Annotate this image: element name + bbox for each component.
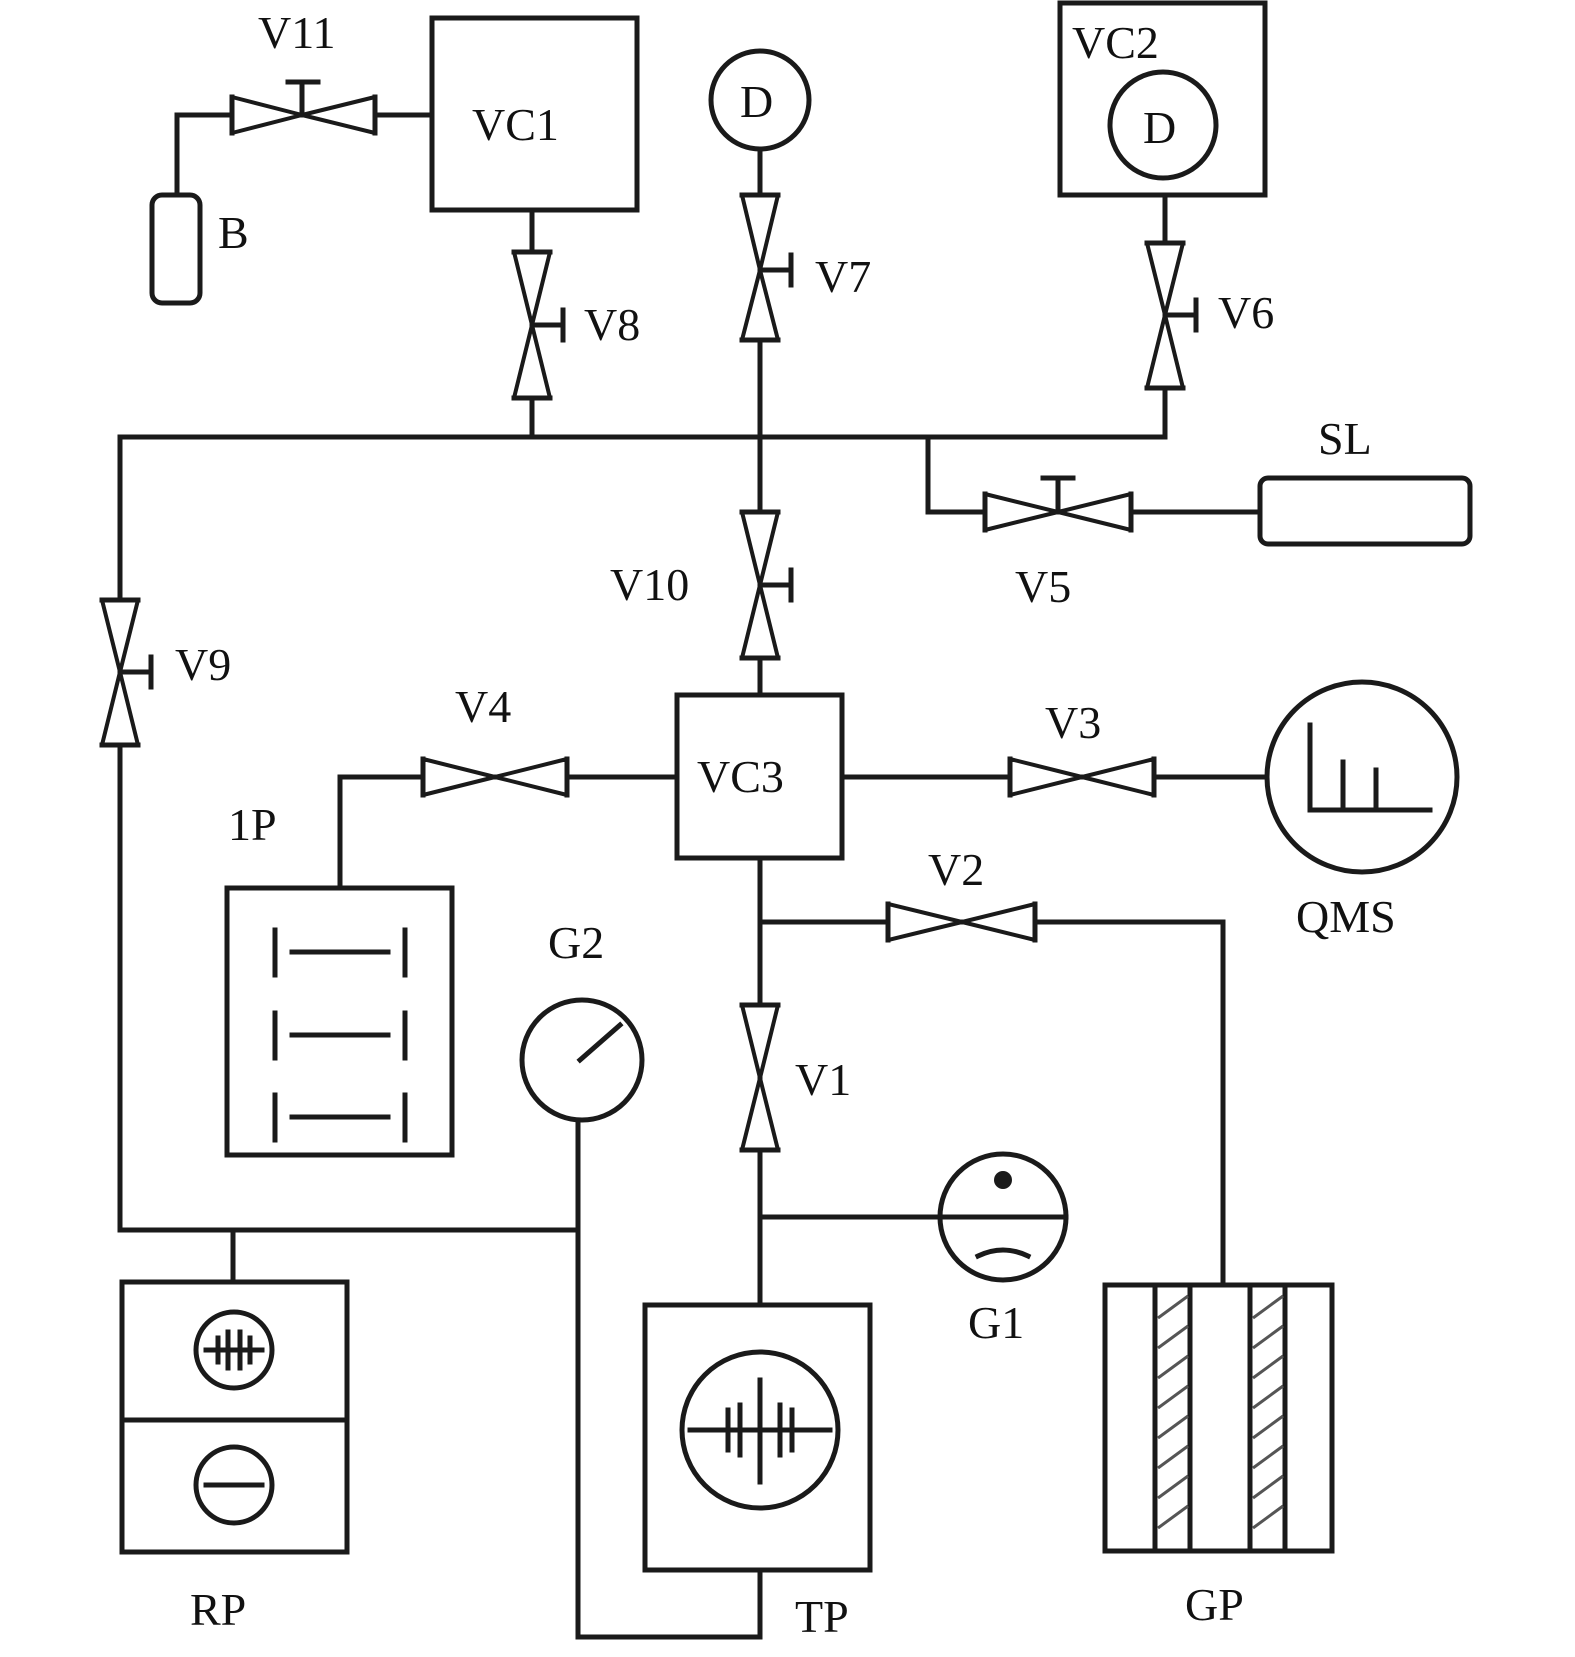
label-gp: GP xyxy=(1185,1579,1244,1630)
valve-v11[interactable] xyxy=(229,79,378,136)
label-g2: G2 xyxy=(548,917,604,968)
label-d-top: D xyxy=(740,76,773,127)
label-v11: V11 xyxy=(258,7,336,58)
bottle-b xyxy=(149,192,203,306)
label-v2: V2 xyxy=(928,844,984,895)
valve-v5[interactable] xyxy=(982,475,1134,533)
valve-v7[interactable] xyxy=(739,192,794,343)
ion-pump-1p xyxy=(224,885,455,1158)
valve-v2[interactable] xyxy=(885,901,1038,943)
detector-d-top xyxy=(708,48,812,152)
label-1p: 1P xyxy=(228,799,277,850)
label-qms: QMS xyxy=(1296,891,1396,942)
label-tp: TP xyxy=(795,1591,849,1642)
label-v1: V1 xyxy=(795,1054,851,1105)
label-g1: G1 xyxy=(968,1297,1024,1348)
label-v4: V4 xyxy=(455,681,511,732)
gauge-g1 xyxy=(937,1151,1069,1283)
valve-v10[interactable] xyxy=(739,509,794,661)
label-v9: V9 xyxy=(175,639,231,690)
getter-pump-gp xyxy=(1102,1282,1335,1554)
valve-v3[interactable] xyxy=(1007,756,1157,798)
valve-v1[interactable] xyxy=(739,1002,781,1153)
getter-hatching-right xyxy=(1252,1294,1284,1530)
label-b: B xyxy=(218,207,249,258)
valve-v4[interactable] xyxy=(420,756,570,798)
chamber-vc1 xyxy=(429,15,640,213)
component-sl xyxy=(1257,475,1473,547)
label-v10: V10 xyxy=(610,559,689,610)
rotary-pump-rp xyxy=(119,1279,350,1555)
label-vc2: VC2 xyxy=(1072,17,1159,68)
label-v5: V5 xyxy=(1015,561,1071,612)
valve-v9[interactable] xyxy=(99,597,154,748)
gauge-g2 xyxy=(519,997,645,1123)
label-vc1: VC1 xyxy=(472,99,559,150)
label-vc3: VC3 xyxy=(697,751,784,802)
chamber-vc3 xyxy=(674,692,845,861)
label-sl: SL xyxy=(1318,413,1372,464)
valve-v8[interactable] xyxy=(511,249,566,401)
label-v7: V7 xyxy=(815,251,871,302)
label-v8: V8 xyxy=(584,299,640,350)
valve-v6[interactable] xyxy=(1144,240,1199,391)
mass-spectrometer-qms xyxy=(1264,679,1460,875)
label-v3: V3 xyxy=(1045,697,1101,748)
label-v6: V6 xyxy=(1218,287,1274,338)
chamber-vc2 xyxy=(1057,0,1268,198)
label-d-vc2: D xyxy=(1143,102,1176,153)
label-rp: RP xyxy=(190,1584,246,1635)
turbo-pump-tp xyxy=(642,1302,873,1573)
getter-hatching-left xyxy=(1157,1294,1189,1530)
